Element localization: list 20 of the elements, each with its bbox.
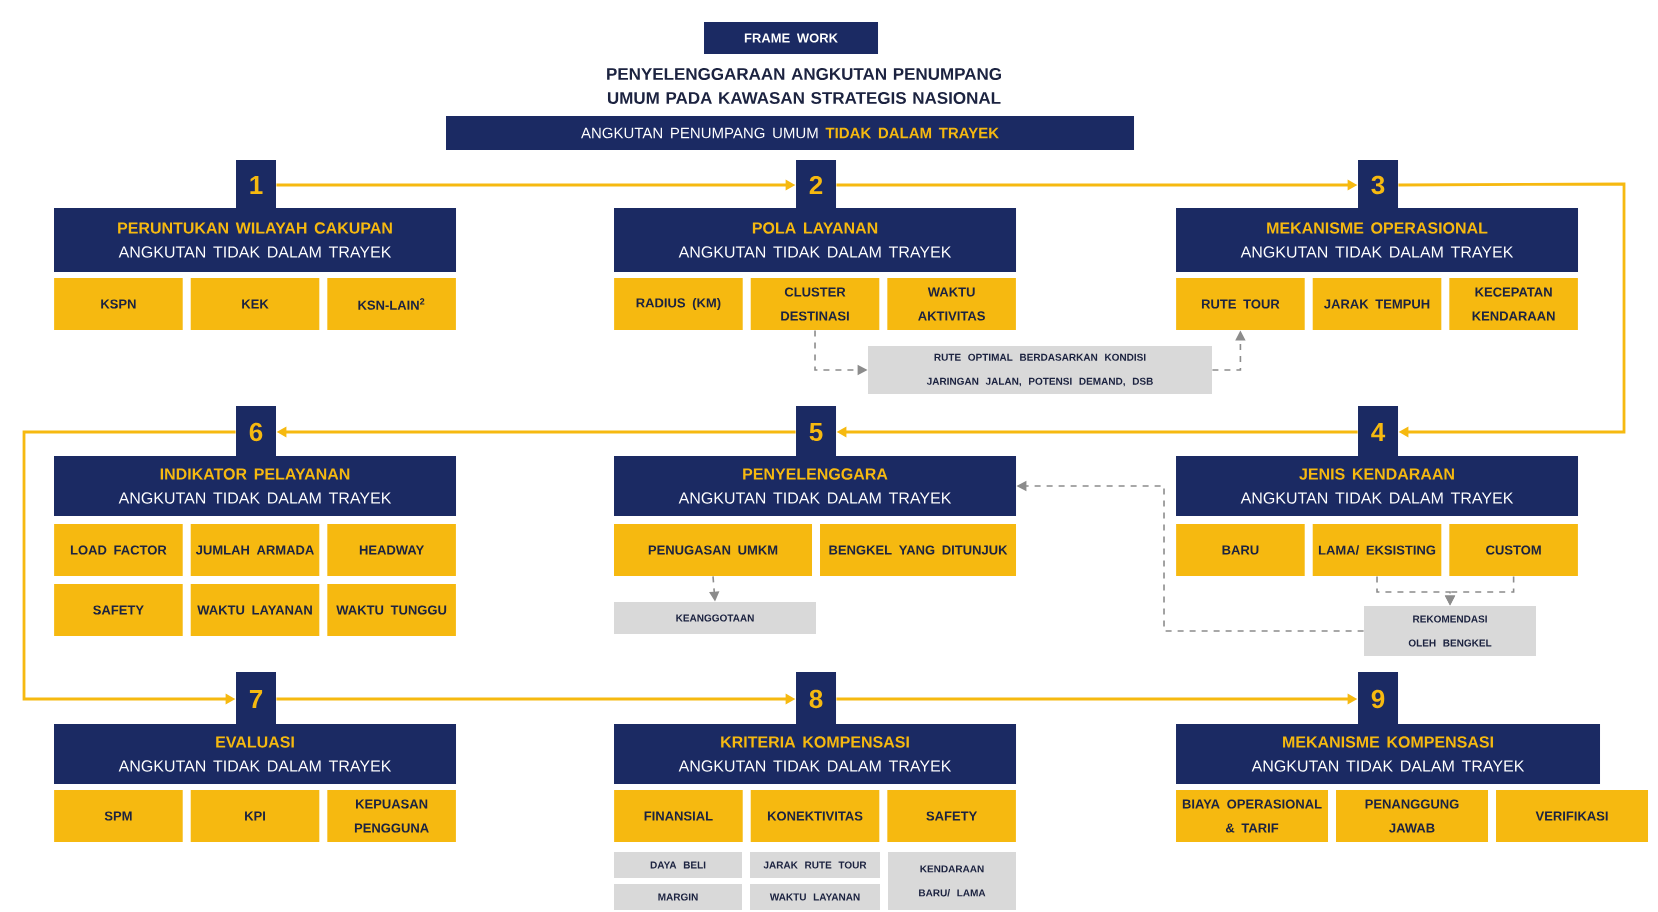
node-label: 1 bbox=[250, 176, 263, 194]
step-number-tab: 4 bbox=[1358, 406, 1398, 458]
step-number-tab: 9 bbox=[1358, 672, 1398, 726]
node-label: 6 bbox=[249, 422, 263, 442]
step-number-tab: 7 bbox=[236, 672, 276, 726]
step-number-tab: 5 bbox=[796, 406, 836, 458]
step-number-tab: 1 bbox=[236, 160, 276, 210]
step-number-tab: 3 bbox=[1358, 160, 1398, 210]
node-label: 8 bbox=[809, 689, 823, 709]
step-number-tab: 6 bbox=[236, 406, 276, 458]
step-number-tab: 2 bbox=[796, 160, 836, 210]
node-label: 9 bbox=[1371, 689, 1385, 709]
title: PENYELENGGARAAN ANGKUTAN PENUMPANG UMUM PADA KAWASAN STRATEGIS NASIONAL bbox=[607, 68, 1001, 104]
node-label: 4 bbox=[1371, 423, 1386, 441]
node-label: 5 bbox=[809, 422, 823, 442]
step-number-tab: 8 bbox=[796, 672, 836, 726]
node-label: 3 bbox=[1371, 175, 1385, 195]
arrow bbox=[1398, 182, 1626, 438]
node-label: 7 bbox=[249, 690, 263, 708]
node-label: 2 bbox=[809, 175, 823, 195]
